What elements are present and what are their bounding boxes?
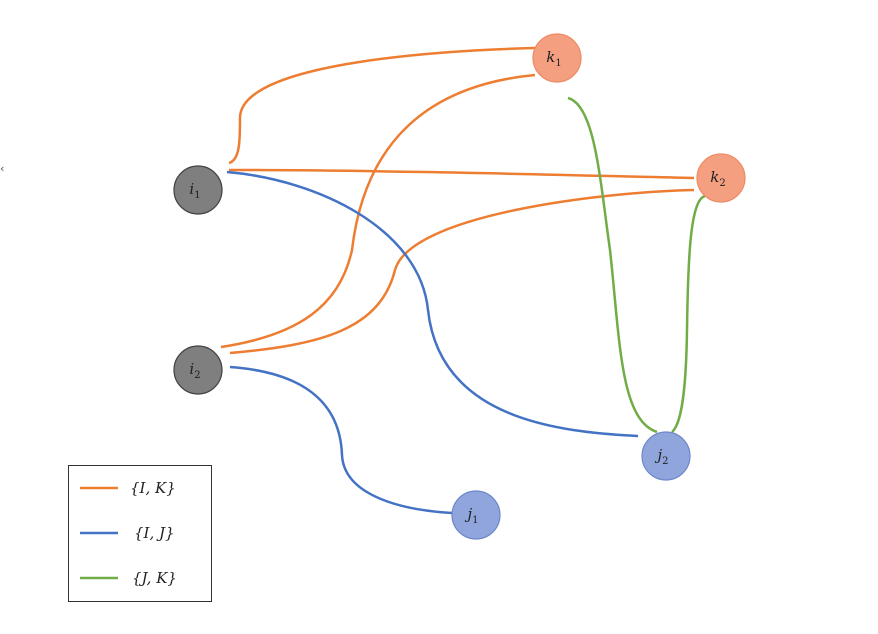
edge-i2-j1 bbox=[229, 365, 453, 515]
legend: {I, K} {I, J} {J, K} bbox=[68, 465, 212, 602]
node-subscript: 2 bbox=[719, 178, 725, 189]
node-i2: i2 bbox=[173, 345, 223, 395]
node-j1: j1 bbox=[451, 490, 501, 540]
node-letter: k bbox=[710, 168, 719, 186]
svg-text:j2: j2 bbox=[654, 446, 668, 467]
legend-label: {I, K} bbox=[130, 479, 176, 497]
node-i1: i1 bbox=[173, 165, 223, 215]
node-subscript: 2 bbox=[662, 456, 668, 467]
edge-i1-k1 bbox=[228, 46, 536, 165]
edges-layer bbox=[220, 46, 706, 515]
legend-label: {I, J} bbox=[134, 524, 175, 542]
node-letter: k bbox=[546, 48, 555, 66]
node-subscript: 1 bbox=[194, 190, 200, 201]
legend-label: {J, K} bbox=[132, 569, 177, 587]
svg-text:k1: k1 bbox=[546, 48, 561, 69]
edge-i2-k2 bbox=[229, 188, 695, 355]
svg-text:i1: i1 bbox=[189, 180, 200, 201]
stray-mark: ‹ bbox=[0, 162, 4, 175]
svg-text:k2: k2 bbox=[710, 168, 725, 189]
legend-item-ij: {I, J} bbox=[80, 524, 175, 542]
edge-i2-k1 bbox=[220, 73, 536, 349]
node-letter: j bbox=[464, 505, 472, 523]
edge-i1-k2 bbox=[228, 168, 695, 180]
legend-item-jk: {J, K} bbox=[80, 569, 177, 587]
edge-k2-j2 bbox=[671, 194, 706, 433]
node-subscript: 1 bbox=[472, 515, 478, 526]
node-k2: k2 bbox=[696, 153, 746, 203]
node-letter: i bbox=[189, 180, 194, 198]
svg-text:j1: j1 bbox=[464, 505, 478, 526]
node-k1: k1 bbox=[532, 33, 582, 83]
edge-k1-j2 bbox=[567, 96, 658, 434]
svg-text:i2: i2 bbox=[189, 360, 200, 381]
edge-i1-j2 bbox=[226, 170, 639, 438]
node-letter: j bbox=[654, 446, 662, 464]
node-subscript: 1 bbox=[555, 58, 561, 69]
nodes-layer: i1 i2 j1 j2 k1 k2 bbox=[173, 33, 746, 540]
node-j2: j2 bbox=[641, 431, 691, 481]
node-letter: i bbox=[189, 360, 194, 378]
legend-item-ik: {I, K} bbox=[80, 479, 176, 497]
node-subscript: 2 bbox=[194, 370, 200, 381]
